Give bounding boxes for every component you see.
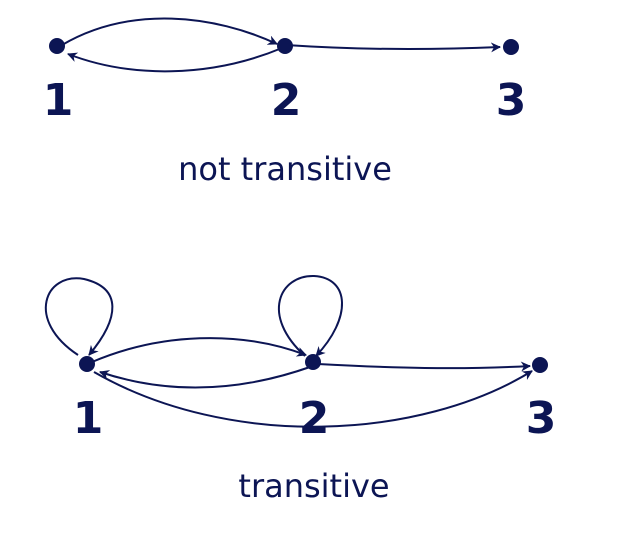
node-label-2: 2 xyxy=(271,75,302,126)
loop-1-to-1 xyxy=(44,277,114,356)
node-label-3: 3 xyxy=(496,75,527,126)
edge-2-to-1 xyxy=(99,366,311,389)
node-1 xyxy=(79,356,95,372)
node-1 xyxy=(49,38,65,54)
edge-1-to-2 xyxy=(91,337,307,363)
node-3 xyxy=(503,39,519,55)
node-label-2: 2 xyxy=(299,393,330,444)
node-label-1: 1 xyxy=(43,75,74,126)
node-label-3: 3 xyxy=(526,393,557,444)
diagram-transitive: 1 2 3 transitive xyxy=(44,274,557,505)
node-3 xyxy=(532,357,548,373)
caption-not-transitive: not transitive xyxy=(178,150,392,188)
edge-2-to-3 xyxy=(317,361,531,372)
node-2 xyxy=(305,354,321,370)
node-label-1: 1 xyxy=(73,393,104,444)
loop-2-to-2 xyxy=(277,274,343,357)
edge-1-to-3 xyxy=(93,370,533,428)
caption-transitive: transitive xyxy=(238,467,389,505)
node-2 xyxy=(277,38,293,54)
edge-2-to-3 xyxy=(285,42,501,53)
edge-1-to-2 xyxy=(61,17,278,46)
edge-2-to-1 xyxy=(67,47,283,73)
diagram-not-transitive: 1 2 3 not transitive xyxy=(43,17,527,188)
